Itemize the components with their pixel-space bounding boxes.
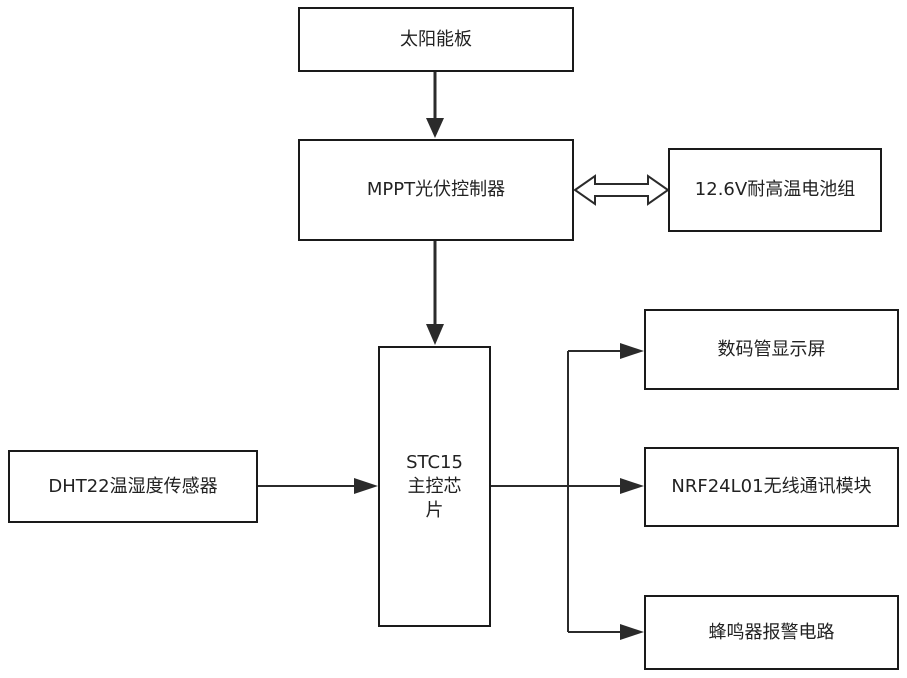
wireless-box: NRF24L01无线通讯模块 — [644, 447, 899, 527]
arrow-mppt-to-mcu — [426, 241, 444, 345]
arrow-to-wireless — [568, 478, 644, 494]
arrow-to-buzzer — [568, 624, 644, 640]
arrow-solar-to-mppt — [426, 72, 444, 138]
double-arrow-mppt-battery — [575, 176, 668, 204]
mcu-label-line1: STC15 — [406, 451, 463, 475]
display-label: 数码管显示屏 — [718, 338, 826, 362]
solar-panel-label: 太阳能板 — [400, 28, 472, 52]
mppt-controller-label: MPPT光伏控制器 — [367, 178, 505, 202]
solar-panel-box: 太阳能板 — [298, 7, 574, 72]
battery-label: 12.6V耐高温电池组 — [695, 178, 855, 202]
mppt-controller-box: MPPT光伏控制器 — [298, 139, 574, 241]
buzzer-label: 蜂鸣器报警电路 — [709, 621, 835, 645]
buzzer-box: 蜂鸣器报警电路 — [644, 595, 899, 670]
arrow-sensor-to-mcu — [258, 478, 378, 494]
branch-mcu-to-outputs — [491, 351, 568, 632]
sensor-label: DHT22温湿度传感器 — [48, 475, 217, 499]
battery-box: 12.6V耐高温电池组 — [668, 148, 882, 232]
sensor-box: DHT22温湿度传感器 — [8, 450, 258, 523]
display-box: 数码管显示屏 — [644, 309, 899, 390]
mcu-label-line2: 主控芯 — [408, 475, 462, 499]
arrow-to-display — [568, 343, 644, 359]
mcu-label-line3: 片 — [426, 499, 444, 523]
wireless-label: NRF24L01无线通讯模块 — [671, 475, 871, 499]
mcu-box: STC15 主控芯 片 — [378, 346, 491, 627]
